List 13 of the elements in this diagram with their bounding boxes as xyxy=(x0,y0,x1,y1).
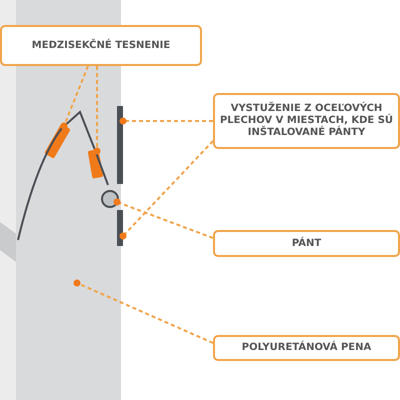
leader-line xyxy=(120,140,214,240)
leader-line xyxy=(120,118,213,124)
leader-line xyxy=(114,198,214,239)
callout-label: POLYURETÁNOVÁ PENA xyxy=(213,335,400,361)
steel-plate xyxy=(117,106,123,184)
callout-label: PÁNT xyxy=(213,230,400,257)
steel-plate xyxy=(117,210,123,246)
callout-label: MEDZISEKČNÉ TESNENIE xyxy=(0,25,202,66)
leader-line xyxy=(94,66,100,154)
leader-line xyxy=(60,66,89,130)
callout-label: VYSTUŽENIE Z OCEĽOVÝCH PLECHOV V MIESTACH, KDE SÚ INŠTALOVANÉ PÁNTY xyxy=(213,93,400,149)
leader-line xyxy=(74,280,214,344)
seal-strip xyxy=(88,149,104,179)
